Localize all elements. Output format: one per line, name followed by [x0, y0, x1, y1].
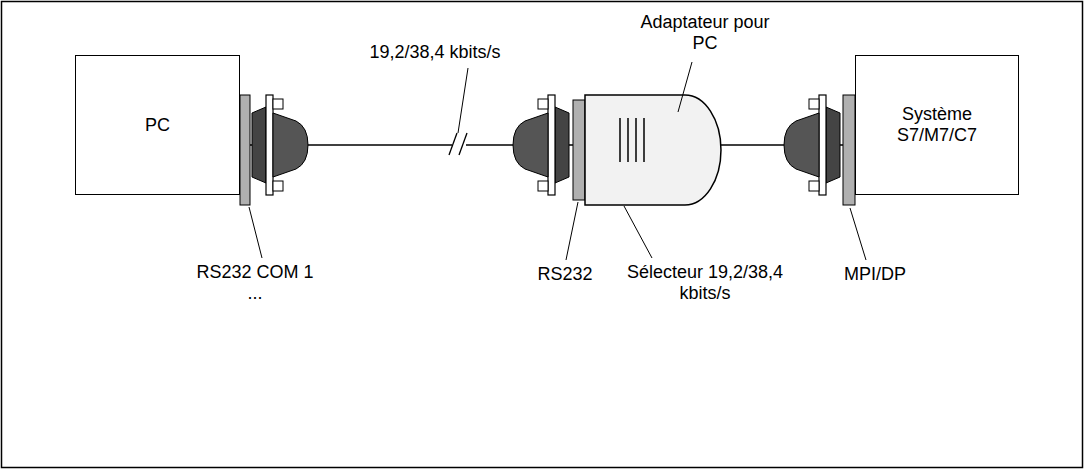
cable-break	[449, 133, 457, 155]
adapter-body	[585, 95, 721, 205]
part-label: RS232	[520, 264, 610, 285]
part-label: 19,2/38,4 kbits/s	[340, 42, 530, 63]
plug	[252, 95, 308, 195]
part-label: Sélecteur 19,2/38,4 kbits/s	[615, 262, 795, 303]
adapter-port	[573, 100, 585, 200]
system-box: Système S7/M7/C7	[855, 55, 1019, 195]
mpi-port	[843, 95, 855, 205]
part-label: MPI/DP	[835, 264, 915, 285]
selector-lines	[620, 118, 644, 162]
system-box: PC	[75, 55, 240, 195]
part-label: RS232 COM 1 ...	[195, 262, 315, 303]
cable-break	[459, 133, 467, 155]
plug	[784, 95, 840, 195]
box-label: PC	[139, 115, 176, 136]
plug	[513, 95, 569, 195]
leader-line	[249, 62, 866, 260]
box-label: Système S7/M7/C7	[856, 104, 1018, 145]
pc-port	[240, 95, 250, 205]
cable-gap	[452, 133, 466, 155]
part-label: Adaptateur pour PC	[640, 12, 770, 53]
